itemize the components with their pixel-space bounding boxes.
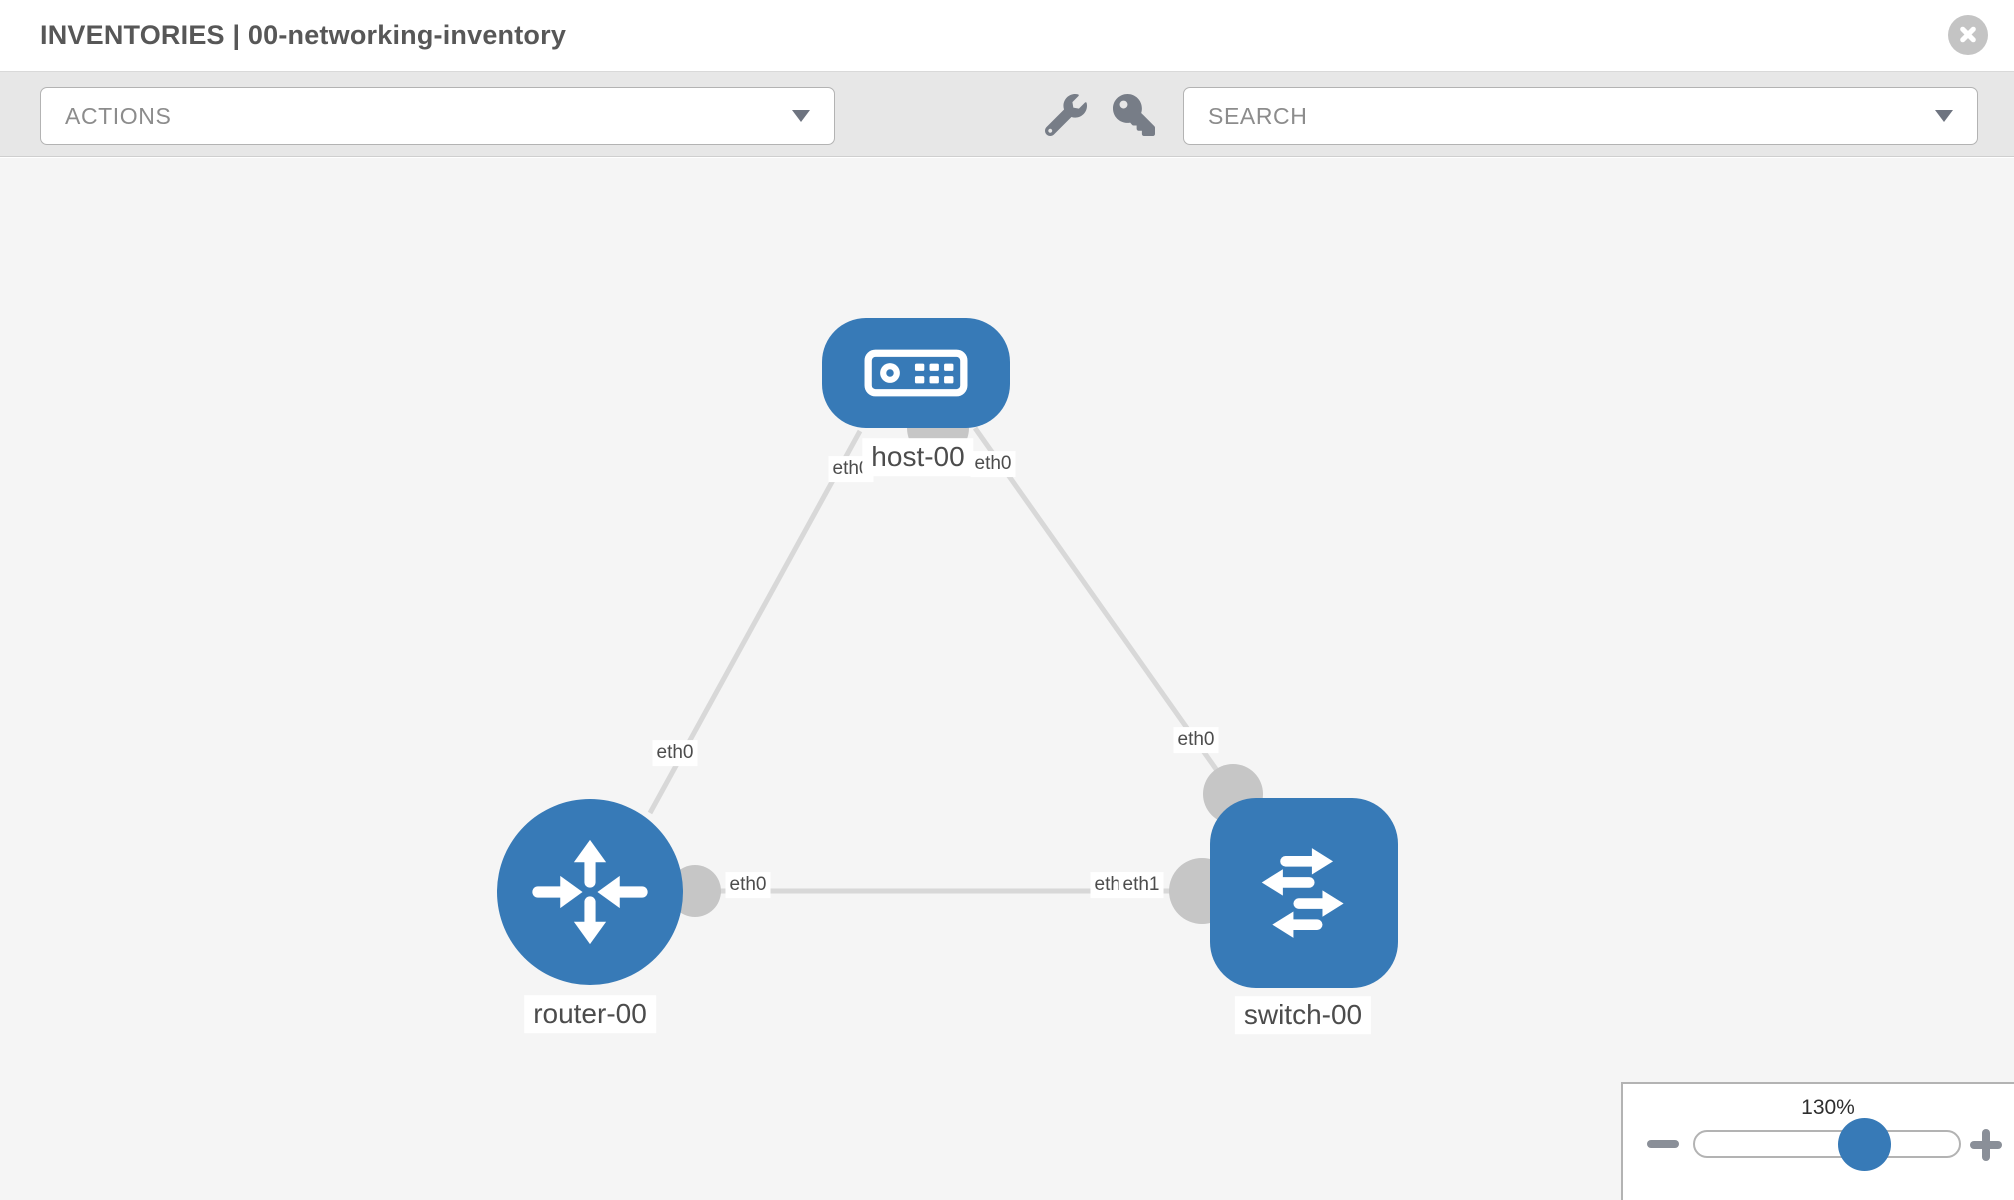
node-host-00[interactable]	[822, 318, 1010, 428]
zoom-slider-track[interactable]	[1693, 1130, 1961, 1158]
router-icon	[532, 839, 648, 945]
search-dropdown[interactable]: SEARCH	[1183, 87, 1978, 145]
host-icon	[864, 349, 968, 397]
zoom-percentage: 130%	[1801, 1096, 1855, 1119]
switch-icon	[1261, 848, 1344, 938]
page-title: INVENTORIES | 00-networking-inventory	[40, 20, 567, 50]
topology-canvas[interactable]: eth0 eth0 eth0 eth0 eth0 eth0 eth1 host-…	[0, 158, 2014, 1200]
interface-label: eth0	[652, 740, 698, 766]
toolbar: ACTIONS SEARCH	[0, 72, 2014, 157]
zoom-out-icon[interactable]	[1647, 1140, 1679, 1148]
node-switch-00[interactable]	[1210, 798, 1398, 988]
node-label-host-00: host-00	[862, 438, 974, 476]
zoom-in-icon[interactable]	[1970, 1129, 2002, 1161]
wrench-icon[interactable]	[1044, 94, 1088, 137]
actions-dropdown-label: ACTIONS	[65, 102, 172, 129]
chevron-down-icon	[792, 110, 810, 122]
node-label-router-00: router-00	[524, 995, 656, 1033]
zoom-slider-handle[interactable]	[1838, 1118, 1891, 1171]
header-bar: INVENTORIES | 00-networking-inventory	[0, 0, 2014, 72]
key-icon[interactable]	[1112, 94, 1156, 136]
interface-label: eth1	[1118, 872, 1164, 898]
search-placeholder: SEARCH	[1208, 102, 1308, 129]
interface-label: eth0	[1173, 727, 1219, 753]
node-router-00[interactable]	[497, 799, 683, 985]
close-icon[interactable]	[1948, 15, 1988, 55]
chevron-down-icon	[1935, 110, 1953, 122]
interface-label: eth0	[725, 872, 771, 898]
node-label-switch-00: switch-00	[1234, 996, 1372, 1034]
zoom-panel: 130%	[1621, 1082, 2014, 1200]
links-layer	[647, 397, 1263, 924]
interface-label: eth0	[970, 451, 1016, 477]
actions-dropdown[interactable]: ACTIONS	[40, 87, 835, 145]
